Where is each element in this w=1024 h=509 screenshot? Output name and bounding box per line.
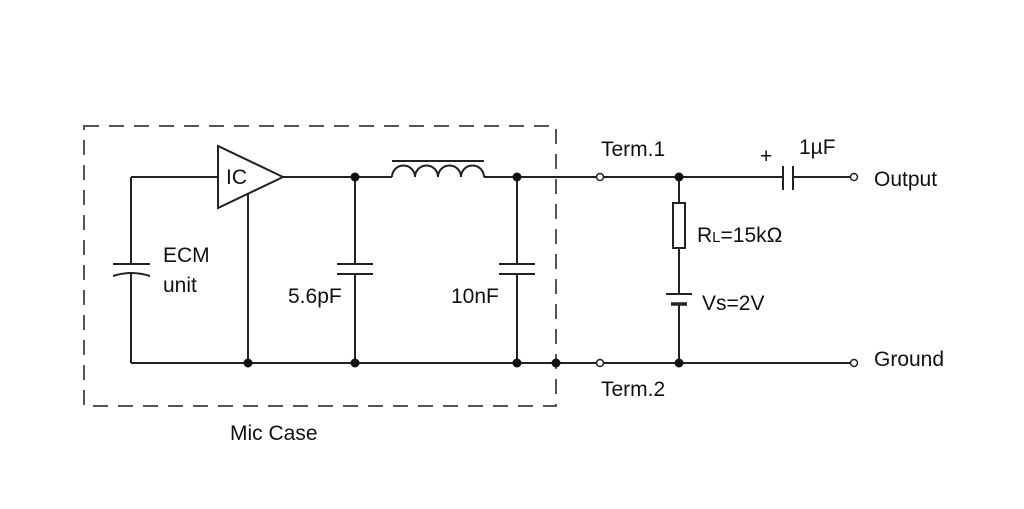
junction-dot: [512, 172, 522, 182]
cap-1uf-label: 1µF: [799, 136, 836, 159]
cap-5-6pf-label: 5.6pF: [288, 285, 342, 308]
ic-amplifier: [217, 144, 286, 210]
ecm-label-line2: unit: [163, 274, 197, 297]
junction-dot: [551, 358, 561, 368]
term1-label: Term.1: [601, 138, 665, 161]
ecm-unit: [112, 177, 151, 363]
terminal-output: [849, 172, 859, 182]
junction-dot: [512, 358, 522, 368]
ecm-label-line1: ECM: [163, 244, 210, 267]
plus-label: +: [760, 145, 772, 168]
output-label: Output: [874, 168, 937, 191]
junction-dot: [243, 358, 253, 368]
terminal-ground: [849, 358, 859, 368]
junction-dot: [674, 358, 684, 368]
resistor-rl: [672, 177, 686, 294]
mic-case-label: Mic Case: [230, 422, 318, 445]
mic-case-boundary: [83, 125, 557, 407]
capacitor-1uf: [782, 166, 852, 190]
terminal-term2: [595, 358, 605, 368]
capacitor-5-6pf: [337, 177, 373, 363]
junction-dot: [350, 358, 360, 368]
inductor: [391, 160, 485, 178]
battery-vs: [666, 293, 692, 363]
term2-label: Term.2: [601, 378, 665, 401]
cap-10nf-label: 10nF: [451, 285, 499, 308]
rl-label: RL=15kΩ: [697, 224, 782, 247]
vs-label: Vs=2V: [702, 292, 764, 315]
ic-label: IC: [226, 166, 247, 189]
terminal-term1: [595, 172, 605, 182]
capacitor-10nf: [499, 177, 535, 363]
junction-dot: [350, 172, 360, 182]
ground-label: Ground: [874, 348, 944, 371]
junction-dot: [674, 172, 684, 182]
